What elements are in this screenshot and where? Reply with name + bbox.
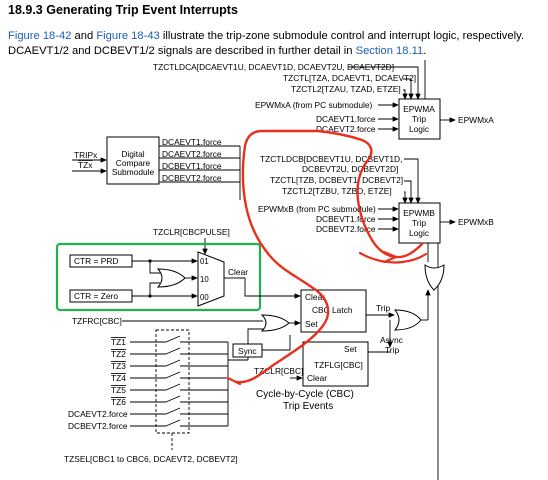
or-gate-cbc-set <box>260 314 290 332</box>
tz-switch-group-dashed <box>155 329 190 434</box>
tzflg-cbc-block <box>302 341 369 387</box>
dc-label-digital: Digital <box>121 149 144 159</box>
sync-label: Sync <box>238 346 257 356</box>
red-annotation-tail <box>358 251 428 264</box>
tz3-label: TZ3 <box>111 361 126 371</box>
epwmb-trip-logic-block <box>398 202 441 244</box>
tz5-label: TZ5 <box>111 385 126 395</box>
mux-input-01: 01 <box>200 257 209 266</box>
epwmb-label: EPWMB <box>403 208 435 218</box>
cbc-latch-label: CBC Latch <box>312 305 353 315</box>
tzctldcb-label: TZCTLDCB[DCBEVT1U, DCBEVT1D, <box>260 154 402 164</box>
sync-block <box>232 343 263 358</box>
tzctldcb-label-2: DCBEVT2U, DCBEVT2D] <box>302 164 398 174</box>
tripx-label: TRIPx <box>74 150 98 160</box>
tz1-label: TZ1 <box>111 337 126 347</box>
tzctl-a-label: TZCTL[TZA, DCAEVT1, DCAEVT2] <box>283 73 416 83</box>
red-annotation-path <box>234 129 424 384</box>
or-gate-prd-zero <box>156 268 186 288</box>
cbc-events-label-2: Trip Events <box>283 401 333 412</box>
epwma-trip-label: Trip <box>412 114 426 124</box>
tz6-label: TZ6 <box>111 397 126 407</box>
para-text-1: and <box>71 30 97 42</box>
trip-label: Trip <box>376 303 390 313</box>
epwmxa-output-label: EPWMxA <box>458 115 494 125</box>
a-dcaevt2-label: DCAEVT2.force <box>316 124 376 134</box>
tz2-label: TZ2 <box>111 349 126 359</box>
sw-dcaevt2-label: DCAEVT2.force <box>68 409 128 419</box>
epwmb-logic-label: Logic <box>409 228 429 238</box>
or-gate-top-trip <box>424 264 445 291</box>
section-paragraph: Figure 18-42 and Figure 18-43 illustrate… <box>8 29 540 59</box>
figure-link-2[interactable]: Figure 18-43 <box>96 30 160 42</box>
a-dcaevt1-label: DCAEVT1.force <box>316 114 376 124</box>
cbc-pulse-mux <box>197 251 225 307</box>
mux-clear-label: Clear <box>228 267 248 277</box>
tzctl-b-label: TZCTL[TZB, DCBEVT1, DCBEVT2] <box>270 175 403 185</box>
epwmxb-output-label: EPWMxB <box>458 217 494 227</box>
tzflg-set-label: Set <box>344 344 357 354</box>
tz4-label: TZ4 <box>111 373 126 383</box>
green-highlight-box <box>55 242 262 312</box>
dc-out-dcaevt1: DCAEVT1.force <box>162 137 222 147</box>
tzflg-cbc-label: TZFLG[CBC] <box>314 360 363 370</box>
figure-link-1[interactable]: Figure 18-42 <box>8 30 72 42</box>
dc-out-dcaevt2: DCAEVT2.force <box>162 149 222 159</box>
b-dcbevt2-label: DCBEVT2.force <box>316 224 376 234</box>
tzsel-label: TZSEL[CBC1 to CBC6, DCAEVT2, DCBEVT2] <box>64 454 238 464</box>
ctr-zero-label: CTR = Zero <box>74 291 118 301</box>
section-link[interactable]: Section 18.11 <box>355 45 424 57</box>
sw-dcbevt2-label: DCBEVT2.force <box>68 421 128 431</box>
epwma-trip-logic-block <box>398 98 441 140</box>
digital-compare-block <box>106 136 160 185</box>
mux-input-10: 10 <box>200 275 209 284</box>
epwmxb-pc-label: EPWMxB (from PC submodule) <box>258 204 376 214</box>
or-gate-trip <box>393 309 422 331</box>
epwma-logic-label: Logic <box>409 124 429 134</box>
para-text-3: . <box>423 45 427 57</box>
cbc-events-label: Cycle-by-Cycle (CBC) <box>256 389 354 400</box>
tzctl2-b-label: TZCTL2[TZBU, TZBD, ETZE] <box>282 186 392 196</box>
tzclr-cbcpulse-label: TZCLR[CBCPULSE] <box>153 227 230 237</box>
tz-switch-array <box>130 335 229 427</box>
tzfrc-cbc-label: TZFRC[CBC] <box>72 316 122 326</box>
latch-set-label: Set <box>305 319 318 329</box>
tzctl2-a-label: TZCTL2[TZAU, TZAD, ETZE] <box>291 84 401 94</box>
latch-clear-label: Clear <box>305 292 325 302</box>
tzflg-clear-label: Clear <box>307 373 327 383</box>
dc-label-submodule: Submodule <box>112 167 155 177</box>
dc-label-compare: Compare <box>116 158 151 168</box>
b-dcbevt1-label: DCBEVT1.force <box>316 214 376 224</box>
async-trip-label: Trip <box>385 345 399 355</box>
dc-out-dcbevt2: DCBEVT2.force <box>162 173 222 183</box>
epwmxa-pc-label: EPWMxA (from PC submodule) <box>255 100 372 110</box>
epwma-label: EPWMA <box>403 104 435 114</box>
tzclr-cbc-label: TZCLR[CBC] <box>254 366 303 376</box>
tzx-label: TZx <box>78 160 93 170</box>
section-heading: 18.9.3 Generating Trip Event Interrupts <box>8 3 238 17</box>
red-annotation-arrow <box>382 250 399 264</box>
cbc-latch-block <box>300 289 367 333</box>
dc-out-dcbevt1: DCBEVT1.force <box>162 161 222 171</box>
para-text-2: illustrate the trip-zone submodule contr… <box>8 30 524 57</box>
tzctldca-label: TZCTLDCA[DCAEVT1U, DCAEVT1D, DCAEVT2U, D… <box>153 62 394 72</box>
mux-input-00: 00 <box>200 293 209 302</box>
ctr-prd-label: CTR = PRD <box>74 256 118 266</box>
async-label: Async <box>380 335 403 345</box>
epwmb-trip-label: Trip <box>412 218 426 228</box>
